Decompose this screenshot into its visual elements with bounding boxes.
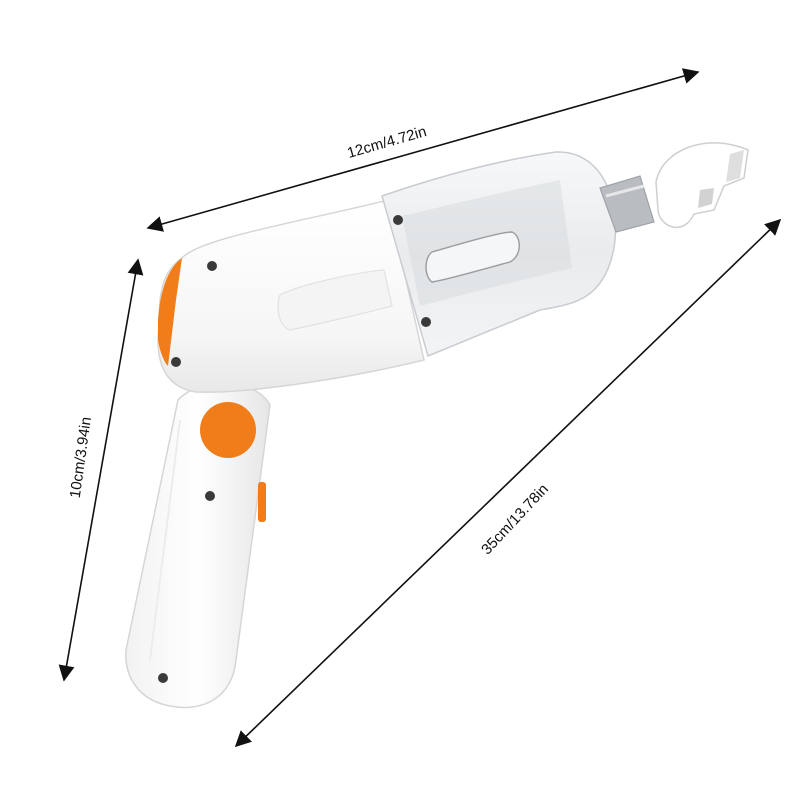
diagonal-dimension-arrow [234, 218, 782, 748]
vacuum-body [157, 199, 425, 393]
brush-head [655, 142, 749, 229]
orange-end-cap [158, 258, 182, 366]
power-button [200, 402, 256, 458]
handle-screw-bottom [158, 673, 168, 683]
height-dimension-arrow [58, 258, 144, 682]
vacuum-handle [125, 382, 271, 709]
canister-screw-bottom [421, 317, 431, 327]
body-screw-top [207, 261, 217, 271]
handle-side-button [258, 482, 266, 522]
length-dimension-arrow [146, 68, 700, 232]
handle-screw-top [205, 491, 215, 501]
body-screw-bottom [171, 357, 181, 367]
vacuum-nozzle [599, 142, 749, 233]
canister-screw-top [393, 215, 403, 225]
dust-canister [381, 151, 617, 358]
